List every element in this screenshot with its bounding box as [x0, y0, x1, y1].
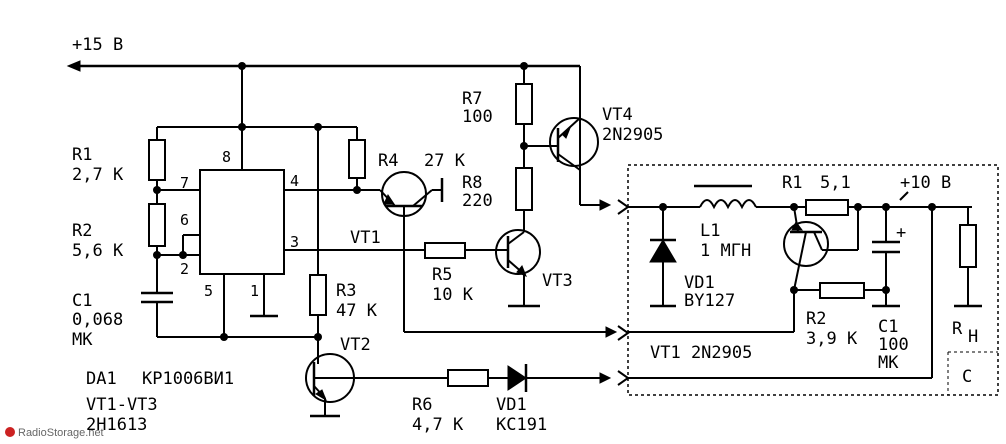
watermark: RadioStorage.net — [18, 427, 104, 439]
resistor-r7 — [515, 83, 533, 125]
module-c1-plus: + — [896, 223, 906, 243]
transistor-vt4 — [524, 117, 599, 171]
chip-pin-3: 3 — [290, 233, 299, 251]
r8-value: 220 — [462, 191, 493, 211]
resistor-load — [959, 224, 977, 268]
module-l1-ref: L1 — [700, 221, 720, 241]
load-label: R — [952, 319, 963, 339]
chip-pin-1: 1 — [250, 282, 259, 300]
module-l1-value: 1 МГН — [700, 241, 751, 261]
r4-value: 27 К — [424, 151, 466, 171]
module-box — [627, 164, 999, 396]
supply-label: +15 В — [72, 35, 123, 55]
resistor-r1 — [148, 139, 166, 181]
resistor-module-r2 — [819, 282, 865, 299]
chip-part: КР1006ВИ1 — [142, 369, 234, 389]
chip-pin-6: 6 — [180, 211, 189, 229]
zener-vd1 — [507, 364, 612, 392]
transistor-vt2 — [305, 353, 355, 418]
r5-value: 10 К — [432, 285, 474, 305]
r5-ref: R5 — [432, 265, 452, 285]
module-r1-value: 5,1 — [820, 173, 851, 193]
c1-ref: C1 — [72, 291, 92, 311]
vt2-label: VT2 — [340, 335, 371, 355]
c1-unit: МК — [72, 330, 93, 350]
vt1-label: VT1 — [350, 228, 381, 248]
transistor-vt3 — [495, 229, 541, 308]
module-out-label: +10 В — [900, 173, 951, 193]
r2-value: 5,6 К — [72, 241, 124, 261]
module-vt1-label: VT1 2N2905 — [650, 343, 752, 363]
module-c1-unit: МК — [878, 353, 899, 373]
r1-value: 2,7 К — [72, 165, 124, 185]
transistor-module-vt1 — [783, 206, 859, 291]
module-r2-ref: R2 — [806, 309, 826, 329]
r6-ref: R6 — [412, 395, 432, 415]
resistor-r4 — [348, 139, 366, 179]
resistor-r6 — [447, 369, 489, 387]
resistor-r2 — [148, 203, 166, 247]
r3-value: 47 К — [336, 301, 378, 321]
module-r2-value: 3,9 К — [806, 329, 858, 349]
r8-ref: R8 — [462, 173, 482, 193]
inductor-l1 — [694, 184, 794, 210]
resistor-r8 — [515, 167, 533, 211]
module-vd1-ref: VD1 — [684, 273, 715, 293]
transistor-group-ref: VT1-VT3 — [86, 395, 158, 415]
chip-da1 — [199, 127, 285, 275]
vt3-label: VT3 — [542, 271, 573, 291]
capacitor-module-c1 — [872, 207, 900, 308]
chip-ref: DA1 — [86, 369, 117, 389]
module-c1-ref: C1 — [878, 317, 898, 337]
supply-rail — [66, 60, 612, 211]
chip-pin-4: 4 — [290, 172, 299, 190]
chip-pin-2: 2 — [180, 260, 189, 278]
c1-value: 0,068 — [72, 310, 123, 330]
r2-ref: R2 — [72, 221, 92, 241]
r7-value: 100 — [462, 107, 493, 127]
r3-ref: R3 — [336, 281, 356, 301]
module-vd1-part: BY127 — [684, 291, 735, 311]
module-c1-value: 100 — [878, 335, 909, 355]
module-corner-label: С — [962, 367, 972, 387]
zener-ref: VD1 — [496, 395, 527, 415]
transistor-group-part: 2Н1613 — [86, 415, 147, 435]
resistor-r3 — [309, 274, 327, 316]
load-sub: Н — [968, 327, 978, 347]
vt4-part: 2N2905 — [602, 125, 663, 145]
chip-pin-8: 8 — [222, 148, 231, 166]
r6-value: 4,7 К — [412, 415, 464, 435]
zener-part: КС191 — [496, 415, 547, 435]
resistor-module-r1 — [805, 199, 849, 216]
chip-pin-7: 7 — [180, 174, 189, 192]
r4-ref: R4 — [378, 151, 398, 171]
diode-vd1-module — [649, 207, 677, 308]
resistor-r5 — [424, 242, 466, 259]
chip-pin-5: 5 — [204, 282, 213, 300]
vt4-ref: VT4 — [602, 105, 633, 125]
transistor-vt1 — [379, 171, 444, 332]
r7-ref: R7 — [462, 89, 482, 109]
module-r1-ref: R1 — [782, 173, 802, 193]
r1-ref: R1 — [72, 145, 92, 165]
